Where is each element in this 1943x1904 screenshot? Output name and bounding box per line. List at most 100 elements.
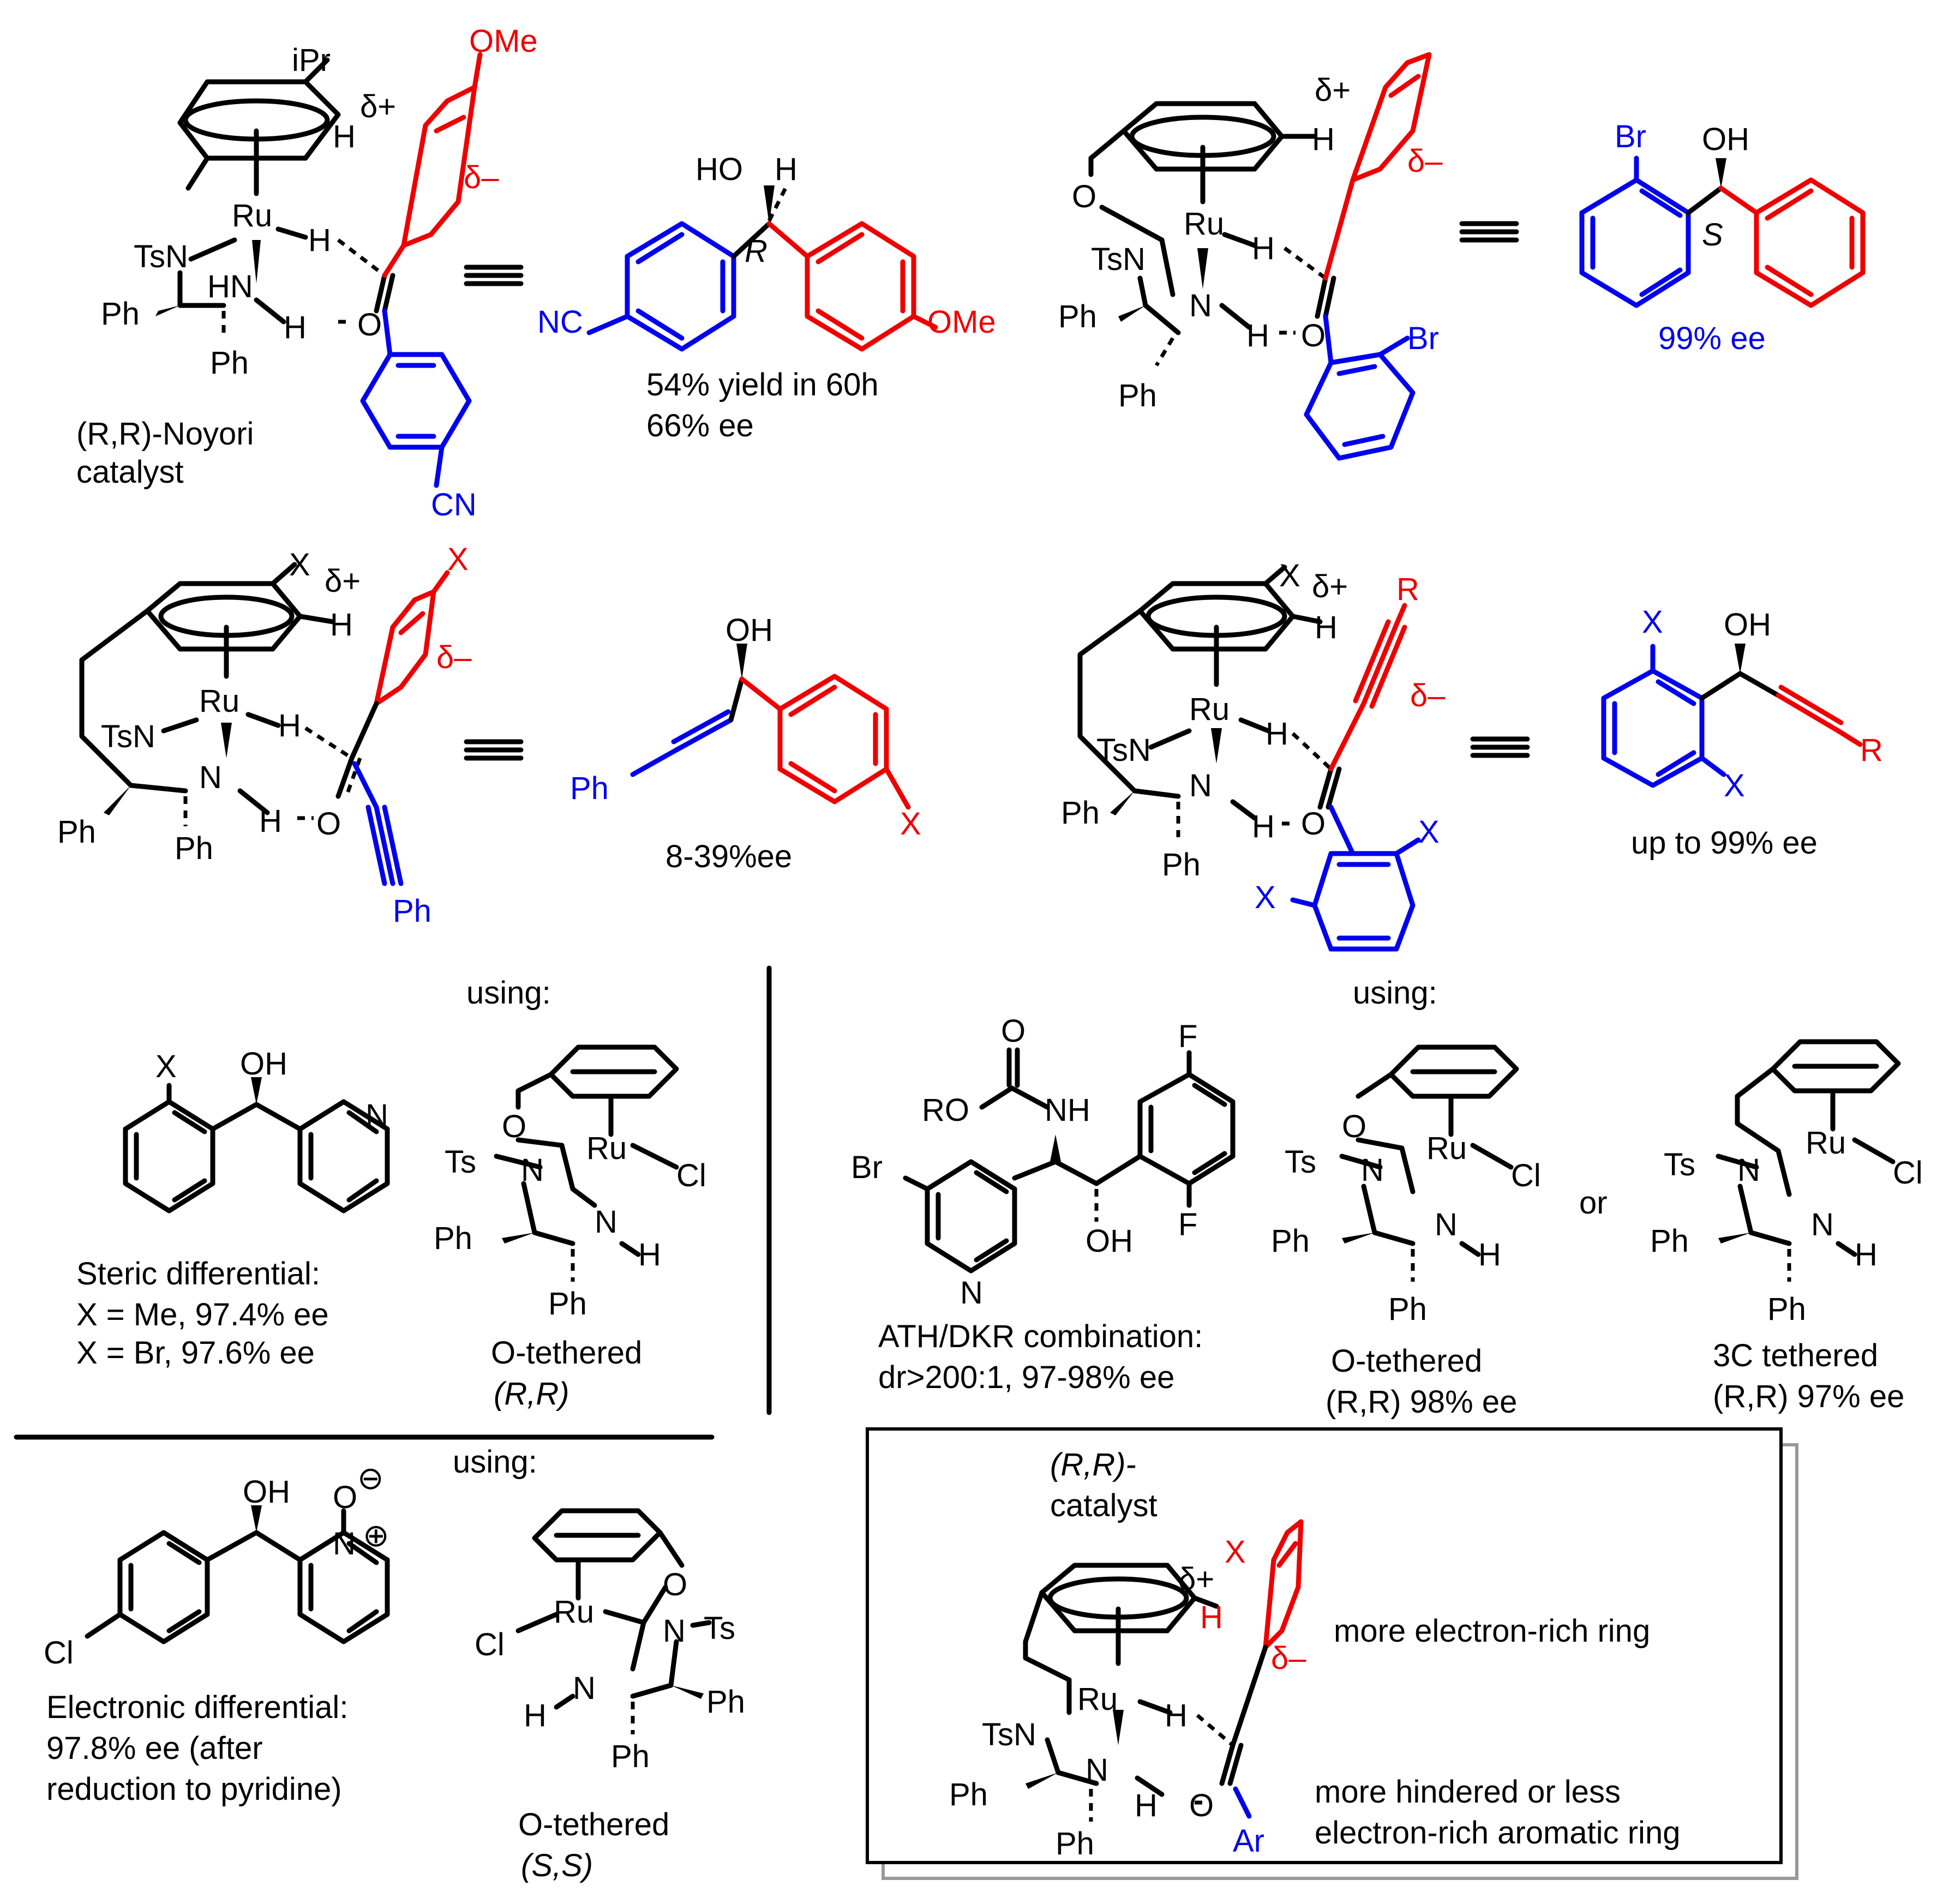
ph-label-1: Ph [101, 296, 140, 332]
c-c-chain [1053, 1159, 1099, 1186]
cat-ru-cl [630, 1143, 679, 1170]
cat-tether-1 [515, 1072, 554, 1094]
ru-n-bond [188, 237, 237, 262]
box-hindered-line1: more hindered or less [1315, 1774, 1621, 1810]
equiv-symbol-2 [1459, 221, 1519, 243]
oh-label: OH [1702, 122, 1749, 157]
red-ring [777, 674, 889, 804]
blue-ring [1601, 668, 1705, 788]
x-label-2: X [1724, 768, 1745, 803]
bp-db3 [974, 1238, 1009, 1263]
box-c-o [1219, 1743, 1236, 1786]
delta-plus-label: δ+ [1312, 569, 1348, 604]
c-link [1699, 671, 1743, 701]
pyr-link [254, 1102, 303, 1132]
box-red-db [1276, 1541, 1298, 1568]
catalyst-name-line1: (R,R)-Noyori [76, 416, 254, 452]
arene-h-label: H [1315, 610, 1338, 645]
red-link [739, 676, 783, 712]
blue-db3 [1639, 267, 1683, 297]
cat-h-label: H [524, 1698, 547, 1733]
ee-text: up to 99% ee [1631, 825, 1818, 861]
ru-label: Ru [199, 683, 239, 719]
br-label: Br [1407, 321, 1439, 356]
nh-wedge [1050, 1134, 1061, 1162]
cat-nh-label: N [573, 1671, 596, 1706]
cat-b-h-label: H [1855, 1237, 1878, 1272]
pyr-db2 [346, 1110, 379, 1134]
box-ar-label: Ar [1233, 1823, 1264, 1859]
nh-label: NH [1045, 1092, 1090, 1128]
ro-c-bond [979, 1085, 1015, 1110]
alkyne-1 [374, 804, 395, 886]
cat-a-name-line2: (R,R) 98% ee [1326, 1384, 1517, 1420]
box-ph-wedge [1026, 1773, 1058, 1789]
red-ring [1754, 177, 1866, 308]
ph-label-2: Ph [175, 831, 213, 866]
x-bond-left [1290, 897, 1317, 908]
ro-label: RO [922, 1092, 969, 1128]
cat-b-ph-wedge [1718, 1233, 1751, 1244]
box-arene-h-bond [1192, 1595, 1219, 1609]
cat-a-n-c [1361, 1184, 1377, 1235]
pyr-link [1012, 1159, 1058, 1181]
cat-a-arene [1388, 1044, 1519, 1099]
br-label: Br [1615, 119, 1646, 154]
c-n-bond [1009, 1085, 1050, 1110]
c-c-bond [1132, 788, 1181, 799]
using-label: using: [453, 1444, 537, 1480]
box-n-h [1135, 1775, 1165, 1797]
blue-db3 [1656, 750, 1696, 777]
panel-propargyl-alcohol: OH Ph X 8-39%ee [570, 612, 921, 874]
ru-h-bond [245, 712, 281, 728]
ru-label: Ru [1189, 692, 1230, 727]
cat-b-ts-label: Ts [1664, 1147, 1695, 1182]
box-x-label: X [1225, 1534, 1246, 1570]
cat-b-ru-cl [1852, 1137, 1896, 1164]
n-h-label: H [259, 803, 282, 839]
r-bond [1394, 603, 1407, 627]
cat-a-name-line1: O-tethered [1331, 1343, 1482, 1379]
x-bond-2 [1699, 755, 1726, 777]
red-link [766, 221, 810, 259]
ome-label: OMe [469, 23, 538, 59]
aryl-db2 [172, 1110, 207, 1134]
cat-ts-label: Ts [445, 1144, 476, 1180]
catalyst-name-line2: catalyst [76, 454, 184, 490]
red-db3 [1765, 265, 1814, 297]
pyridinium-n-label: N [333, 1526, 356, 1561]
steric-br: X = Br, 97.6% ee [76, 1335, 315, 1371]
pyr-db3 [346, 1178, 379, 1203]
cat-a-ru-label: Ru [1426, 1131, 1467, 1166]
n-h-label: H [1252, 809, 1275, 844]
box-ru-h-bond [1137, 1699, 1173, 1715]
panel-noyori-ts: iPr δ+ H Ru TsN Ph HN H H O Ph OMe δ– CN… [76, 23, 538, 522]
arene-ring [177, 79, 341, 161]
cat-n-ts [690, 1620, 712, 1628]
box-n-c [1045, 1737, 1061, 1775]
cat-b-name-line2: (R,R) 97% ee [1713, 1379, 1904, 1414]
tether [79, 608, 150, 788]
c-c-bond [128, 783, 188, 794]
x-bond [1263, 564, 1287, 586]
ipr-bond [303, 57, 330, 85]
oh-label: OH [1724, 607, 1771, 642]
alkyne-link [352, 761, 379, 810]
red-ring [1350, 52, 1432, 183]
cat-a-ru-cl [1470, 1143, 1514, 1170]
pn-db3 [346, 1609, 379, 1633]
equiv-symbol-4 [1470, 736, 1530, 758]
tether-4 [1159, 237, 1176, 297]
panel-ath-dkr: using: O RO NH F F Br OH N ATH/DKR combi… [851, 975, 1923, 1420]
tether-1 [1088, 128, 1126, 161]
box-c-o-2 [1227, 1743, 1244, 1786]
ru-hydride-label: H [1252, 231, 1275, 266]
panel-product-s-alcohol: Br OH S 99% ee [1579, 119, 1866, 356]
box-n-label: N [1086, 1752, 1108, 1788]
cat-chain-2 [630, 1620, 646, 1672]
alkyne-2 [1369, 624, 1407, 709]
ee-text: 66% ee [646, 408, 754, 443]
delta-minus-label: δ– [436, 640, 472, 675]
ph-label: Ph [570, 771, 609, 806]
